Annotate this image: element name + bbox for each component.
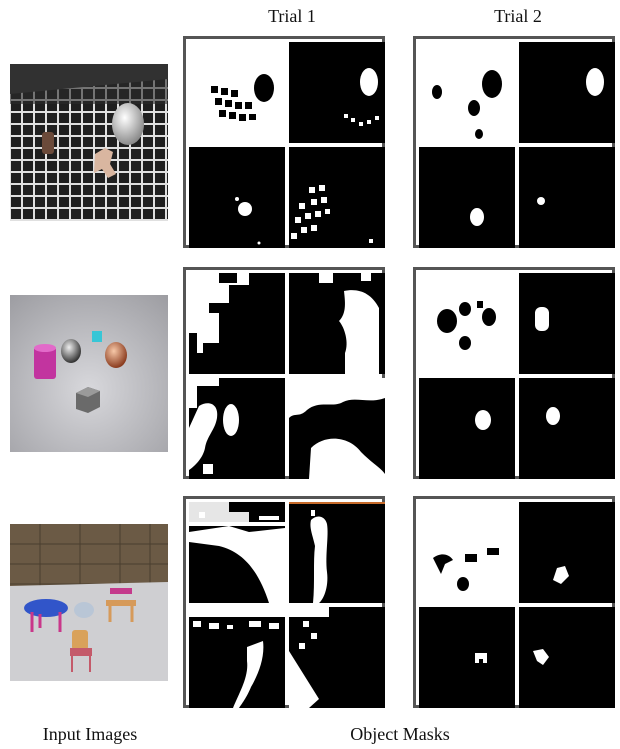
mask-cell (519, 378, 615, 479)
mask-cell (419, 42, 515, 143)
trial2-header: Trial 2 (418, 6, 618, 27)
trial2-masks-row1 (413, 36, 615, 248)
mask-cell (189, 378, 285, 479)
mask-cell (289, 273, 385, 374)
mask-cell (519, 42, 615, 143)
input-image-tiled-floor (10, 64, 168, 221)
mask-cell (189, 502, 285, 603)
mask-cell (419, 273, 515, 374)
trial1-masks-row3 (183, 496, 385, 708)
mask-cell (419, 502, 515, 603)
trial2-masks-row3 (413, 496, 615, 708)
mask-cell (419, 378, 515, 479)
trial1-masks-row2 (183, 267, 385, 479)
mask-cell (519, 607, 615, 708)
trial2-masks-row2 (413, 267, 615, 479)
input-image-metal-objects (10, 295, 168, 452)
mask-cell (289, 42, 385, 143)
mask-cell (189, 42, 285, 143)
input-image-furniture-room (10, 524, 168, 681)
object-masks-label: Object Masks (300, 724, 500, 745)
input-images-label: Input Images (10, 724, 170, 745)
mask-cell (289, 147, 385, 248)
mask-cell (519, 147, 615, 248)
trial1-masks-row1 (183, 36, 385, 248)
mask-cell (189, 273, 285, 374)
mask-cell (289, 607, 385, 708)
mask-cell (189, 607, 285, 708)
mask-cell (519, 273, 615, 374)
mask-cell (419, 147, 515, 248)
trial1-header: Trial 1 (192, 6, 392, 27)
mask-cell (289, 378, 385, 479)
mask-cell (419, 607, 515, 708)
mask-cell (189, 147, 285, 248)
mask-cell (519, 502, 615, 603)
mask-cell (289, 502, 385, 603)
